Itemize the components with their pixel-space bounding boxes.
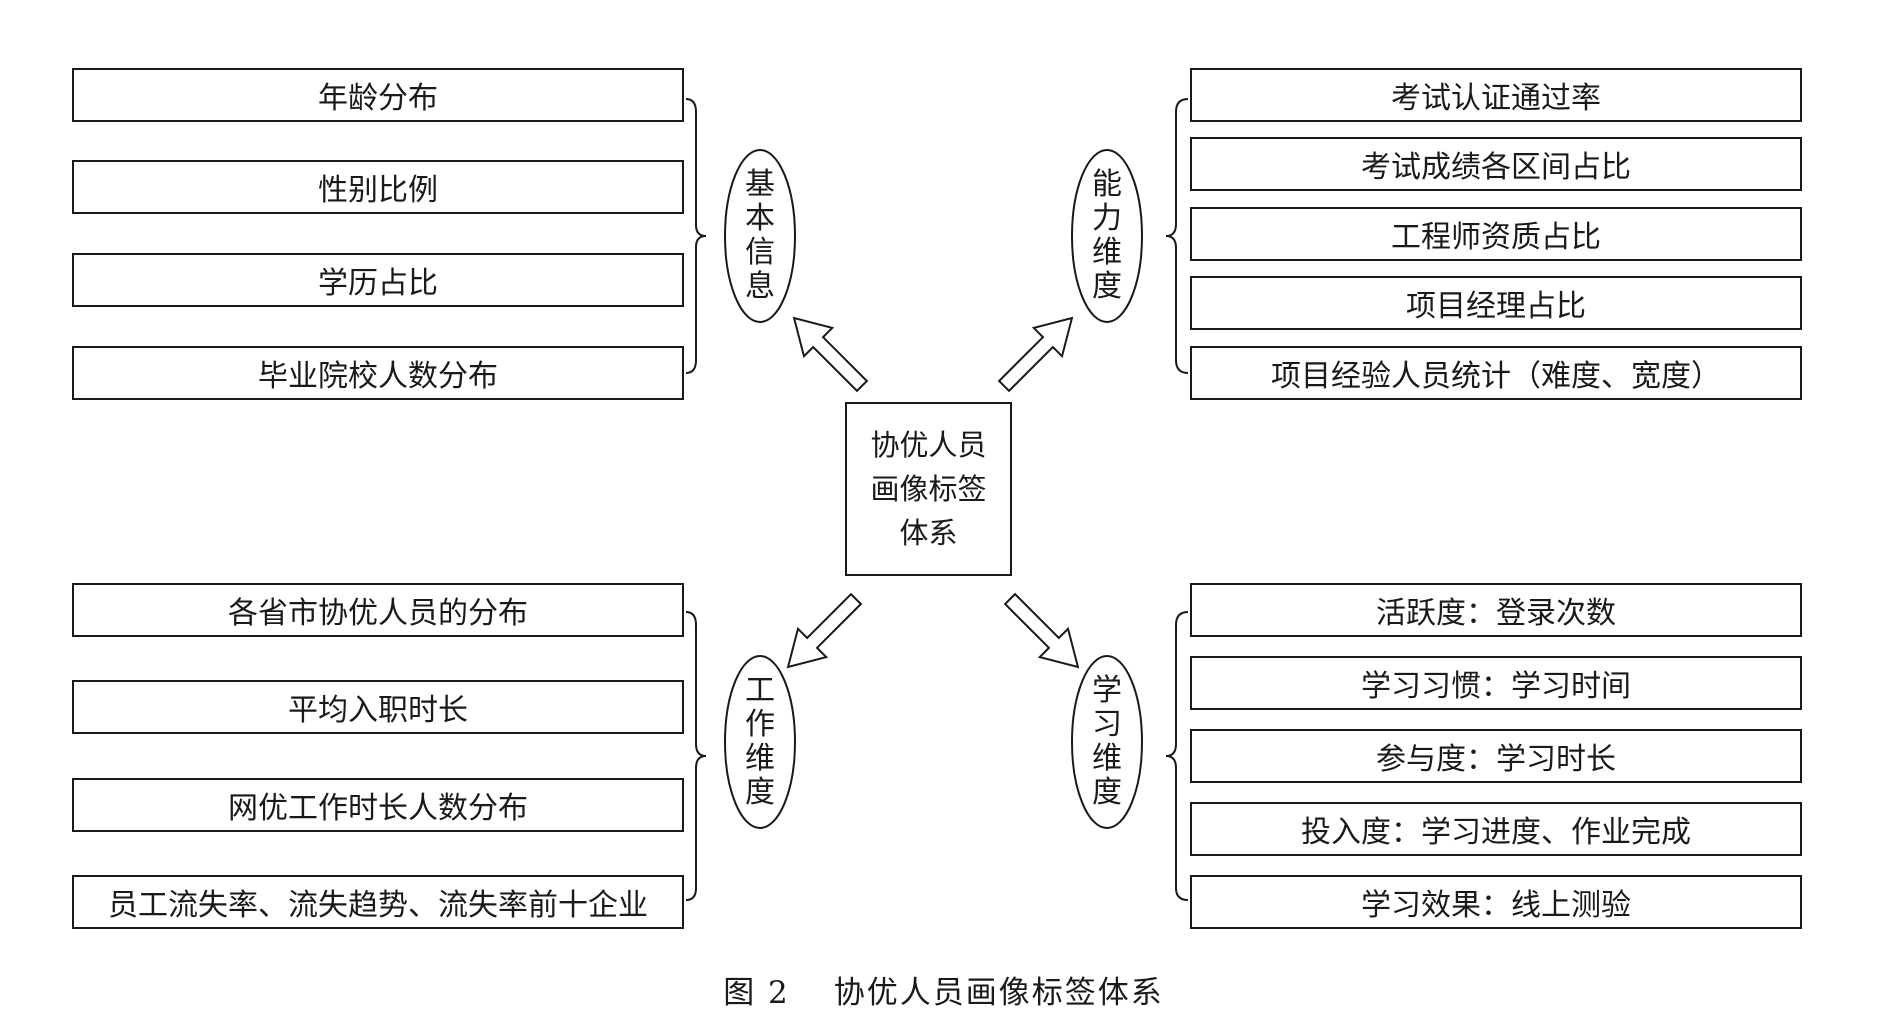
work-item: 平均入职时长 xyxy=(72,680,684,734)
ellipse-ability xyxy=(1071,149,1143,323)
category-char: 维 xyxy=(1092,741,1122,776)
caption-number: 图 2 xyxy=(723,974,790,1011)
category-char: 作 xyxy=(745,707,775,742)
brace-learning xyxy=(1165,611,1189,901)
ellipse-work xyxy=(724,655,796,829)
category-char: 维 xyxy=(745,741,775,776)
ellipse-learning xyxy=(1071,655,1143,829)
center-node: 协优人员 画像标签 体系 xyxy=(845,402,1012,576)
basic-item: 年龄分布 xyxy=(72,68,684,122)
center-line: 协优人员 xyxy=(870,428,987,462)
category-char: 习 xyxy=(1092,707,1122,742)
ability-item: 项目经验人员统计（难度、宽度） xyxy=(1190,346,1802,400)
learning-item: 投入度：学习进度、作业完成 xyxy=(1190,802,1802,856)
learning-item: 参与度：学习时长 xyxy=(1190,729,1802,783)
arrow-up-right xyxy=(997,316,1074,393)
brace-basic xyxy=(685,98,707,374)
brace-work xyxy=(685,611,707,901)
caption-title: 协优人员画像标签体系 xyxy=(833,974,1164,1011)
category-char: 力 xyxy=(1092,201,1122,236)
category-char: 基 xyxy=(745,167,775,202)
learning-item: 学习效果：线上测验 xyxy=(1190,875,1802,929)
basic-item: 学历占比 xyxy=(72,253,684,307)
category-char: 学 xyxy=(1092,673,1122,708)
brace-ability xyxy=(1165,98,1189,374)
ability-item: 工程师资质占比 xyxy=(1190,207,1802,261)
arrow-down-left xyxy=(786,592,863,669)
ability-item: 考试认证通过率 xyxy=(1190,68,1802,122)
category-label-learning: 学习维度 xyxy=(1087,674,1127,810)
basic-item: 毕业院校人数分布 xyxy=(72,346,684,400)
learning-item: 活跃度：登录次数 xyxy=(1190,583,1802,637)
basic-item: 性别比例 xyxy=(72,160,684,214)
figure-caption: 图 2 协优人员画像标签体系 xyxy=(0,966,1887,1012)
arrow-down-right xyxy=(1003,592,1080,669)
ability-item: 考试成绩各区间占比 xyxy=(1190,137,1802,191)
learning-item: 学习习惯：学习时间 xyxy=(1190,656,1802,710)
category-label-basic: 基本信息 xyxy=(740,168,780,304)
category-char: 度 xyxy=(1092,269,1122,304)
category-char: 维 xyxy=(1092,235,1122,270)
category-char: 度 xyxy=(745,775,775,810)
category-char: 工 xyxy=(745,673,775,708)
category-char: 能 xyxy=(1092,167,1122,202)
ellipse-basic xyxy=(724,149,796,323)
arrow-up-left xyxy=(792,316,869,393)
work-item: 各省市协优人员的分布 xyxy=(72,583,684,637)
category-label-work: 工作维度 xyxy=(740,674,780,810)
category-char: 信 xyxy=(745,235,775,270)
category-char: 度 xyxy=(1092,775,1122,810)
work-item: 网优工作时长人数分布 xyxy=(72,778,684,832)
center-line: 体系 xyxy=(899,516,958,550)
category-label-ability: 能力维度 xyxy=(1087,168,1127,304)
center-line: 画像标签 xyxy=(870,472,987,506)
category-char: 息 xyxy=(745,269,775,304)
work-item: 员工流失率、流失趋势、流失率前十企业 xyxy=(72,875,684,929)
ability-item: 项目经理占比 xyxy=(1190,276,1802,330)
category-char: 本 xyxy=(745,201,775,236)
